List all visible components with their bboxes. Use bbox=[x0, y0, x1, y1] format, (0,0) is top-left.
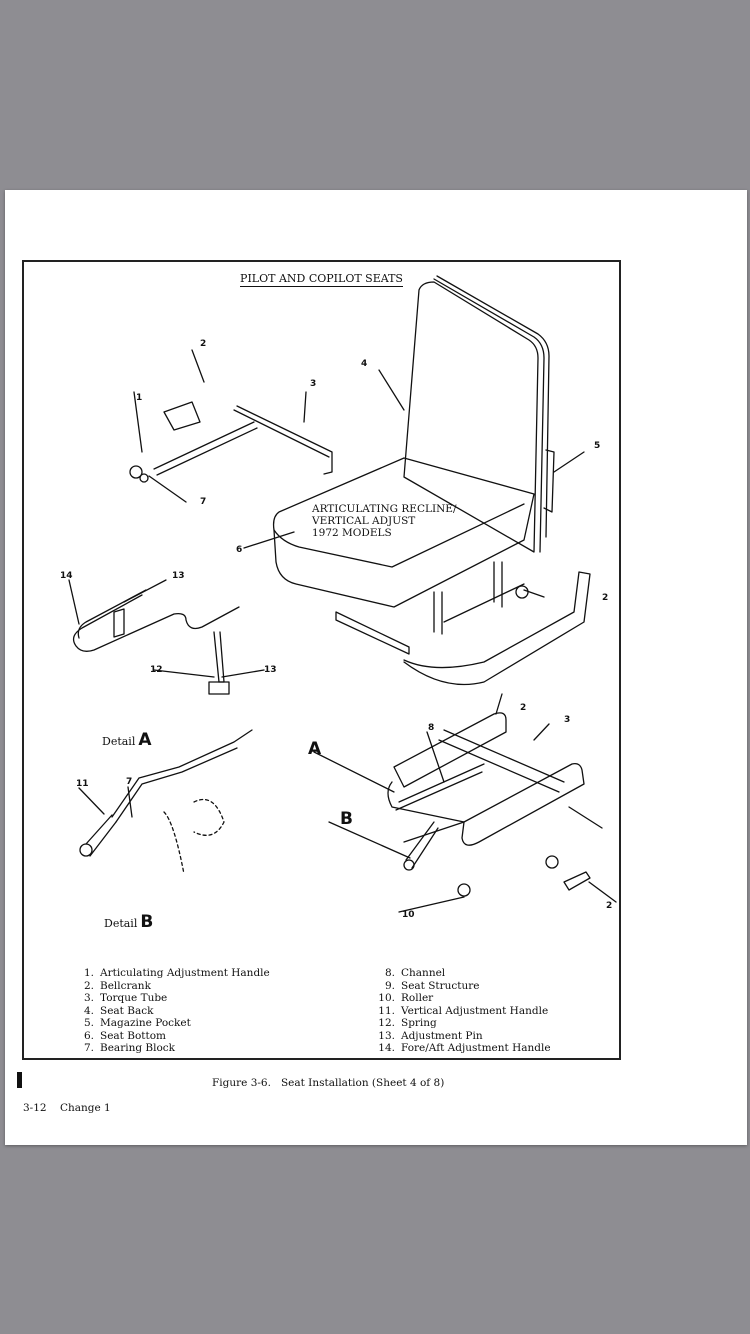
callout-1: 1 bbox=[136, 393, 142, 403]
callout-13b: 13 bbox=[264, 665, 277, 675]
callout-7: 7 bbox=[200, 497, 206, 507]
callout-3: 3 bbox=[310, 379, 316, 389]
legend-item: 5.Magazine Pocket bbox=[83, 1017, 191, 1029]
legend-item: 8.Channel bbox=[384, 967, 446, 979]
document-page: PILOT AND COPILOT SEATS bbox=[5, 190, 747, 1145]
legend-item: 9.Seat Structure bbox=[384, 979, 480, 992]
callout-12: 12 bbox=[150, 665, 163, 675]
parts-legend-right: 8.Channel 9.Seat Structure 10.Roller 11.… bbox=[373, 967, 551, 1055]
callout-2d: 2 bbox=[606, 901, 612, 911]
figure-caption: Figure 3-6. Seat Installation (Sheet 4 o… bbox=[212, 1077, 445, 1089]
seat-model-note: ARTICULATING RECLINE/ VERTICAL ADJUST 19… bbox=[312, 503, 457, 539]
callout-2c: 2 bbox=[520, 703, 526, 713]
callout-A: A bbox=[308, 739, 322, 759]
callout-4: 4 bbox=[361, 359, 367, 369]
callout-2: 2 bbox=[200, 339, 206, 349]
callout-8: 8 bbox=[428, 723, 434, 733]
seat-bottom-drawing bbox=[272, 457, 535, 608]
parts-legend-left: 1.Articulating Adjustment Handle 2.Bellc… bbox=[76, 967, 270, 1055]
fore-aft-handle-drawing bbox=[72, 594, 240, 652]
callout-13: 13 bbox=[172, 571, 185, 581]
legend-item: 1.Articulating Adjustment Handle bbox=[83, 967, 270, 979]
legend-item: 6.Seat Bottom bbox=[83, 1029, 166, 1042]
callout-2b: 2 bbox=[602, 593, 608, 603]
legend-item: 10.Roller bbox=[378, 992, 434, 1004]
legend-item: 7.Bearing Block bbox=[83, 1042, 176, 1054]
legend-item: 11.Vertical Adjustment Handle bbox=[378, 1004, 549, 1017]
seat-illustration: 2 3 4 5 6 2 1 7 14 13 12 13 11 7 8 2 3 9… bbox=[60, 275, 617, 920]
legend-item: 12.Spring bbox=[378, 1017, 437, 1029]
callout-B: B bbox=[340, 809, 353, 829]
page-footer: 3-12 Change 1 bbox=[23, 1102, 111, 1114]
torque-tube-drawing bbox=[153, 405, 333, 476]
legend-item: 14.Fore/Aft Adjustment Handle bbox=[378, 1042, 551, 1054]
seat-back-drawing bbox=[403, 281, 539, 553]
callout-6: 6 bbox=[236, 545, 242, 555]
seat-structure-drawing bbox=[393, 712, 507, 788]
figure-frame: PILOT AND COPILOT SEATS bbox=[22, 260, 621, 1060]
change-bar bbox=[17, 1072, 22, 1088]
callout-3b: 3 bbox=[564, 715, 570, 725]
vertical-adjust-handle-drawing bbox=[111, 729, 253, 823]
magazine-pocket-drawing bbox=[543, 449, 555, 513]
legend-item: 4.Seat Back bbox=[83, 1004, 154, 1017]
legend-item: 2.Bellcrank bbox=[83, 979, 151, 992]
callout-5: 5 bbox=[594, 441, 600, 451]
callout-14: 14 bbox=[60, 571, 73, 581]
figure-heading: PILOT AND COPILOT SEATS bbox=[240, 272, 403, 287]
seat-base-drawing bbox=[403, 571, 591, 686]
callout-7b: 7 bbox=[126, 777, 132, 787]
callout-11: 11 bbox=[76, 779, 89, 789]
callout-10: 10 bbox=[402, 910, 415, 920]
legend-item: 13.Adjustment Pin bbox=[378, 1029, 483, 1042]
legend-item: 3.Torque Tube bbox=[83, 992, 168, 1004]
